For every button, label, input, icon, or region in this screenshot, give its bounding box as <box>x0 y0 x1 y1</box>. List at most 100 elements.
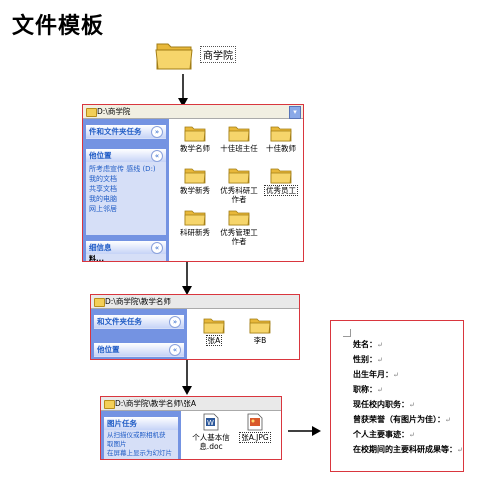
doc-field-label: 性别： <box>353 354 377 364</box>
place-link[interactable]: 我的文档 <box>89 175 117 183</box>
folder-icon <box>86 108 97 117</box>
doc-line: 性别：↵ <box>353 354 383 365</box>
panel-title[interactable]: 图片任务 <box>104 417 178 430</box>
folder-label: 十佳教师 <box>266 144 296 153</box>
doc-line: 姓名：↵ <box>353 339 383 350</box>
details-text: 料... <box>89 255 104 262</box>
folder-item[interactable]: 优秀科研工作者 <box>219 167 259 204</box>
paragraph-mark-icon: ↵ <box>409 401 415 409</box>
paragraph-mark-icon: ↵ <box>409 431 415 439</box>
collapse-icon[interactable]: » <box>151 126 163 138</box>
panel-title[interactable]: 他位置 <box>86 149 166 162</box>
explorer-window-shangxueyuan: D:\商学院 ▾ 件和文件夹任务 » 他位置 « 所考虑宣传 感线 (D:) 我… <box>82 104 304 262</box>
folder-icon <box>203 318 225 334</box>
arrow-down-icon <box>182 258 192 295</box>
chevron-down-icon[interactable]: ▾ <box>289 106 301 119</box>
doc-field-label: 姓名： <box>353 339 377 349</box>
doc-field-label: 现任校内职务： <box>353 399 409 409</box>
task-pane: 图片任务 从扫描仪或照相机获 取图片 在屏幕上显示为幻灯片 <box>101 411 181 459</box>
address-bar[interactable]: D:\商学院 ▾ <box>83 105 303 119</box>
document-template: 姓名：↵ 性别：↵ 出生年月：↵ 职称：↵ 现任校内职务：↵ 曾获荣誉（有图片为… <box>330 320 464 472</box>
file-item[interactable]: 张A.JPG <box>235 413 275 443</box>
folder-icon <box>249 318 271 334</box>
arrow-down-icon <box>178 74 188 107</box>
folder-label: 科研新秀 <box>180 228 210 237</box>
word-document-icon: W <box>203 413 219 431</box>
task-link[interactable]: 从扫描仪或照相机获 <box>107 431 166 439</box>
doc-line: 个人主要事迹：↵ <box>353 429 415 440</box>
folder-icon[interactable] <box>155 38 193 72</box>
folder-icon <box>184 168 206 184</box>
folder-item[interactable]: 李B <box>243 317 277 345</box>
places-panel: 他位置 « <box>94 343 184 357</box>
file-label: 张A.JPG <box>239 432 271 443</box>
folder-icon <box>94 298 105 307</box>
folder-item[interactable]: 十佳班主任 <box>219 125 259 153</box>
folder-icon <box>228 126 250 142</box>
folder-item[interactable]: 张A <box>197 317 231 346</box>
address-text: D:\商学院 <box>97 107 131 116</box>
task-pane: 和文件夹任务 » 他位置 « <box>91 309 187 359</box>
explorer-window-jiaoxuemingshi: D:\商学院\教学名师 和文件夹任务 » 他位置 « 张A 李B <box>90 294 300 360</box>
arrow-down-icon <box>182 360 192 395</box>
paragraph-mark-icon: ↵ <box>377 341 383 349</box>
folder-icon <box>270 168 292 184</box>
address-text: D:\商学院\教学名师\张A <box>115 399 197 408</box>
file-label: 个人基本信息.doc <box>192 433 230 451</box>
folder-item[interactable]: 科研新秀 <box>175 209 215 237</box>
folder-label: 优秀员工 <box>264 185 298 196</box>
folder-icon <box>228 168 250 184</box>
folder-item[interactable]: 十佳教师 <box>261 125 301 153</box>
folder-label: 十佳班主任 <box>220 144 258 153</box>
folder-label: 教学名师 <box>180 144 210 153</box>
doc-line: 职称：↵ <box>353 384 383 395</box>
folder-item[interactable]: 教学新秀 <box>175 167 215 195</box>
address-text: D:\商学院\教学名师 <box>105 297 171 306</box>
doc-field-label: 职称： <box>353 384 377 394</box>
folder-icon <box>104 400 115 409</box>
page-title: 文件模板 <box>12 14 105 39</box>
task-link[interactable]: 取图片 <box>107 440 127 448</box>
task-link[interactable]: 在屏幕上显示为幻灯片 <box>107 449 172 457</box>
doc-field-label: 出生年月： <box>353 369 393 379</box>
folder-label: 教学新秀 <box>180 186 210 195</box>
expand-icon[interactable]: « <box>169 344 181 356</box>
folder-icon <box>184 126 206 142</box>
tasks-panel: 件和文件夹任务 » <box>86 125 166 139</box>
task-pane: 件和文件夹任务 » 他位置 « 所考虑宣传 感线 (D:) 我的文档 共享文档 … <box>83 119 169 261</box>
folder-item[interactable]: 优秀管理工作者 <box>219 209 259 246</box>
arrow-right-icon <box>288 426 321 436</box>
expand-icon[interactable]: « <box>151 150 163 162</box>
places-panel: 他位置 « 所考虑宣传 感线 (D:) 我的文档 共享文档 我的电脑 网上邻居 <box>86 149 166 235</box>
folder-item[interactable]: 优秀员工 <box>261 167 301 196</box>
root-folder-label[interactable]: 商学院 <box>200 46 236 63</box>
address-bar[interactable]: D:\商学院\教学名师\张A <box>101 397 281 411</box>
place-link[interactable]: 我的电脑 <box>89 195 117 203</box>
address-bar[interactable]: D:\商学院\教学名师 <box>91 295 299 309</box>
place-link[interactable]: 网上邻居 <box>89 205 117 213</box>
doc-line: 在校期间的主要科研成果等：↵ <box>353 444 463 455</box>
folder-label: 李B <box>253 336 267 345</box>
doc-field-label: 在校期间的主要科研成果等： <box>353 444 457 454</box>
doc-line: 出生年月：↵ <box>353 369 399 380</box>
place-link[interactable]: 所考虑宣传 感线 (D:) <box>89 165 156 173</box>
panel-title[interactable]: 件和文件夹任务 <box>86 125 166 138</box>
doc-line: 现任校内职务：↵ <box>353 399 415 410</box>
folder-item[interactable]: 教学名师 <box>175 125 215 153</box>
page-corner-mark <box>343 329 351 337</box>
panel-title[interactable]: 和文件夹任务 <box>94 315 184 328</box>
panel-title[interactable]: 他位置 <box>94 343 184 356</box>
expand-icon[interactable]: « <box>151 242 163 254</box>
collapse-icon[interactable]: » <box>169 316 181 328</box>
place-link[interactable]: 共享文档 <box>89 185 117 193</box>
folder-icon <box>184 210 206 226</box>
paragraph-mark-icon: ↵ <box>377 356 383 364</box>
folder-icon <box>270 126 292 142</box>
doc-field-label: 个人主要事迹： <box>353 429 409 439</box>
panel-title[interactable]: 细信息 <box>86 241 166 254</box>
doc-line: 曾获荣誉（有图片为佳）：↵ <box>353 414 451 425</box>
paragraph-mark-icon: ↵ <box>457 446 463 454</box>
file-item[interactable]: W 个人基本信息.doc <box>191 413 231 451</box>
paragraph-mark-icon: ↵ <box>445 416 451 424</box>
paragraph-mark-icon: ↵ <box>393 371 399 379</box>
